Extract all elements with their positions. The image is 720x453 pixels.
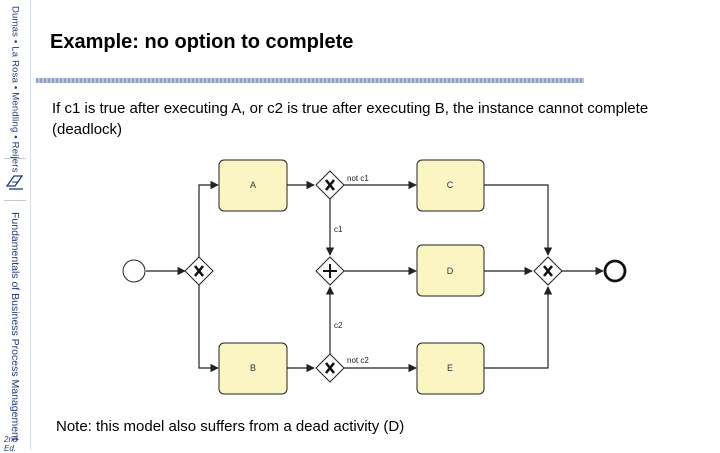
task-c-label: C <box>447 180 454 190</box>
flow-split-to-b <box>198 285 219 373</box>
flow-c-to-join <box>484 184 553 256</box>
task-e: E <box>416 342 485 395</box>
sidebar-divider <box>4 158 26 159</box>
sidebar: Dumas • La Rosa • Mendling • Reijers Fun… <box>0 0 31 453</box>
start-event <box>122 259 146 283</box>
task-b: B <box>218 342 288 395</box>
task-d: D <box>416 244 485 297</box>
slide-note: Note: this model also suffers from a dea… <box>56 418 405 435</box>
xor-x-icon <box>324 179 336 191</box>
slide-body-text: If c1 is true after executing A, or c2 i… <box>52 100 649 138</box>
task-a: A <box>218 159 288 212</box>
title-underline <box>36 78 584 83</box>
and-gateway <box>315 256 345 286</box>
sequence-flows <box>146 180 604 373</box>
flow-e-to-join <box>484 286 553 369</box>
xor-join-gateway <box>533 256 563 286</box>
xor-x-icon <box>542 265 554 277</box>
task-d-label: D <box>447 266 454 276</box>
xor-split-gateway <box>184 256 214 286</box>
end-event <box>603 259 627 283</box>
sidebar-divider <box>4 200 26 201</box>
edge-label-c1: c1 <box>334 225 343 234</box>
book-logo-icon <box>5 175 24 190</box>
xor-gateway-top <box>315 170 345 200</box>
edge-label-not-c2: not c2 <box>347 356 369 365</box>
xor-gateway-bottom <box>315 353 345 383</box>
plus-icon <box>323 264 337 278</box>
xor-x-icon <box>193 265 205 277</box>
flow-split-to-a <box>198 180 219 257</box>
edge-label-not-c1: not c1 <box>347 174 369 183</box>
task-a-label: A <box>250 180 256 190</box>
task-b-label: B <box>250 363 256 373</box>
task-c: C <box>416 159 485 212</box>
authors-text: Dumas • La Rosa • Mendling • Reijers <box>9 6 21 173</box>
edition-text: 2nd Ed. <box>4 435 18 453</box>
edge-label-c2: c2 <box>334 321 343 330</box>
xor-x-icon <box>324 362 336 374</box>
task-e-label: E <box>447 363 453 373</box>
book-title-text: Fundamentals of Business Process Managem… <box>9 212 21 441</box>
slide-title: Example: no option to complete <box>50 31 354 53</box>
